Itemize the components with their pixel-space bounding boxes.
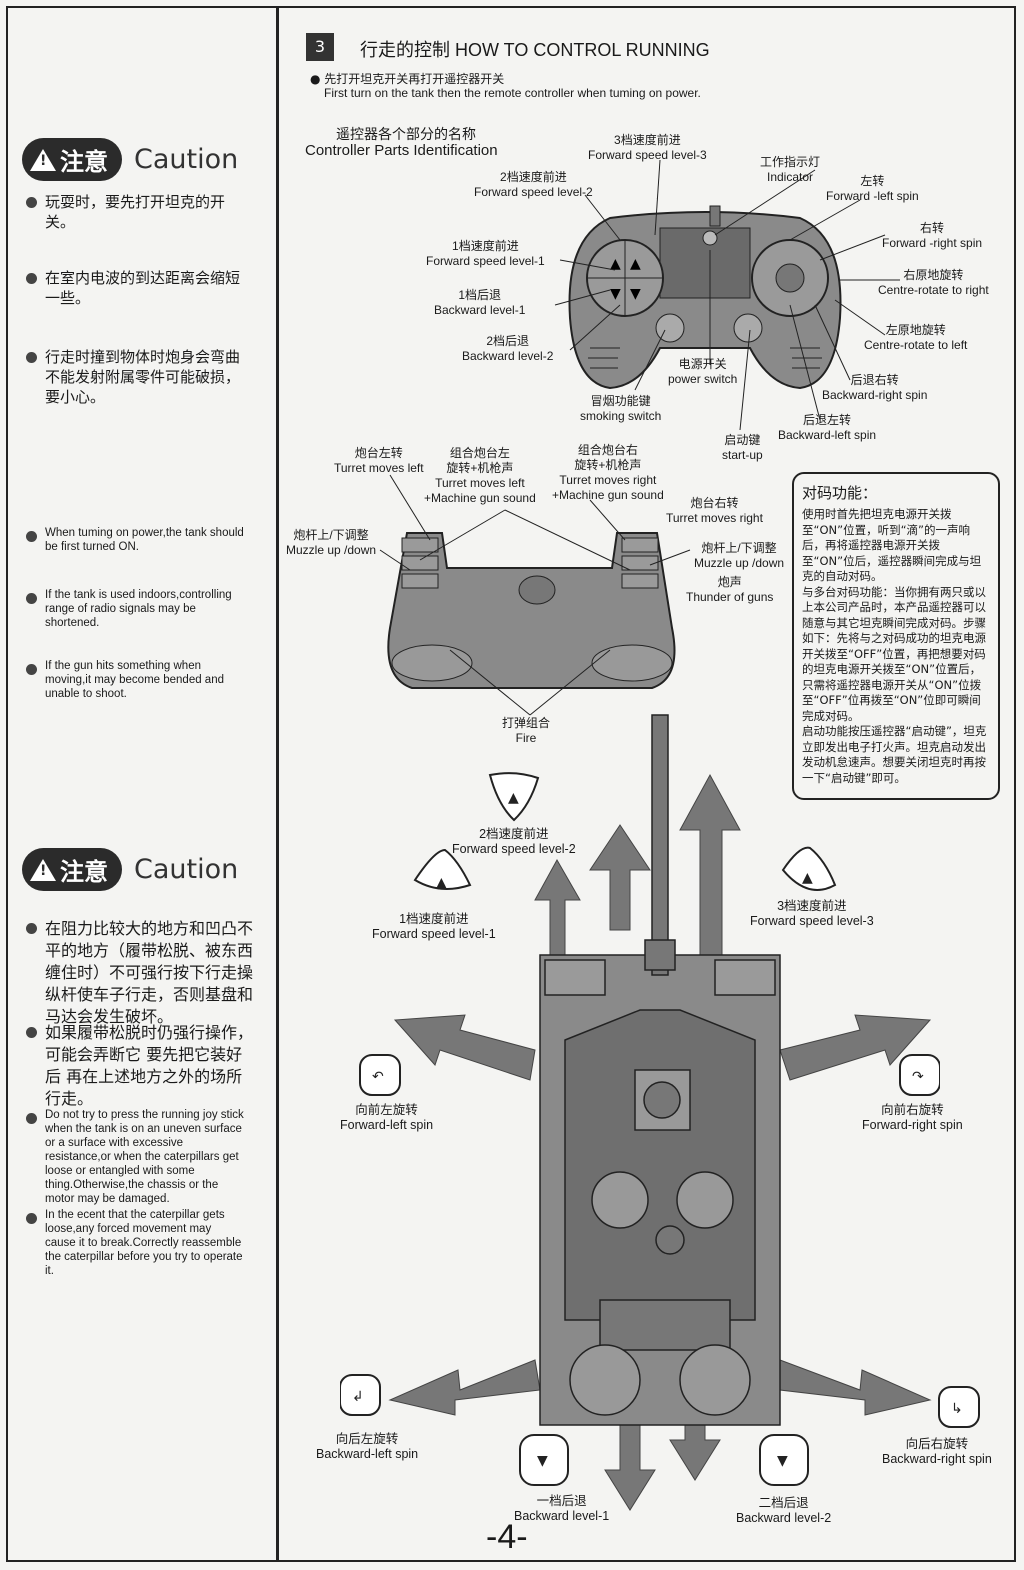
controller-illustration: ▲ ▲ ▼ ▼	[568, 198, 842, 390]
caution-badge: ! 注意	[22, 848, 122, 891]
page-number: -4-	[486, 1518, 528, 1556]
arrow-backward-left	[388, 1359, 541, 1416]
backward-level2-icon	[759, 1434, 809, 1486]
arrow-forward-3	[679, 773, 741, 981]
caution-item: 行走时撞到物体时炮身会弯曲不能发射附属零件可能破损，要小心。	[26, 347, 246, 407]
caution-header-1: ! 注意 Caution	[22, 138, 238, 181]
warning-icon: !	[30, 148, 56, 171]
tank-illustration	[539, 714, 781, 1426]
forward-right-spin-icon	[899, 1054, 940, 1096]
svg-text:▼: ▼	[610, 286, 621, 302]
arrow-forward-left	[393, 1014, 536, 1081]
caution-item: 如果履带松脱时仍强行操作，可能会弄断它 要先把它装好后 再在上述地方之外的场所行…	[26, 1022, 258, 1110]
svg-text:▲: ▲	[436, 875, 447, 891]
svg-text:↷: ↷	[912, 1069, 924, 1085]
backward-level1-icon	[519, 1434, 569, 1486]
caution-label: Caution	[134, 854, 239, 885]
warning-icon: !	[30, 858, 56, 881]
controller-top-illustration	[387, 532, 676, 689]
backward-left-spin-icon	[340, 1374, 381, 1416]
caution-item-en: When tuming on power,the tank should be …	[26, 526, 246, 554]
controller-heading: 遥控器各个部分的名称	[336, 127, 476, 143]
forward-level2-icon	[488, 772, 540, 822]
tank-movement-diagram: ▲ ▲ ▲ ↶ ↷ ↲ ▼ ▼	[340, 714, 940, 1511]
svg-text:▲: ▲	[508, 790, 519, 806]
svg-text:▲: ▲	[802, 870, 813, 886]
caution-item: 在室内电波的到达距离会缩短一些。	[26, 268, 246, 308]
caution-item: 在阻力比较大的地方和凹凸不平的地方（履带松脱、被东西缠住时）不可强行按下行走操纵…	[26, 918, 258, 1028]
power-note: ● 先打开坦克开关再打开遥控器开关	[310, 72, 505, 86]
forward-left-spin-icon	[359, 1054, 401, 1096]
svg-text:▲: ▲	[610, 256, 621, 272]
caution-header-2: ! 注意 Caution	[22, 848, 238, 891]
forward-level1-icon	[413, 848, 472, 890]
power-note-en: First turn on the tank then the remote c…	[324, 86, 701, 100]
svg-text:↲: ↲	[352, 1389, 364, 1405]
top-leader-lines	[379, 474, 691, 716]
caution-item: 玩耍时，要先打开坦克的开关。	[26, 192, 236, 232]
section-title: 行走的控制 HOW TO CONTROL RUNNING	[360, 40, 710, 60]
caution-item-en: If the gun hits something when moving,it…	[26, 659, 236, 701]
section-number: 3	[306, 33, 334, 61]
arrow-backward-right	[779, 1359, 932, 1416]
caution-item-en: In the ecent that the caterpillar gets l…	[26, 1208, 244, 1278]
caution-badge: ! 注意	[22, 138, 122, 181]
svg-text:▲: ▲	[630, 256, 641, 272]
svg-text:▼: ▼	[537, 1453, 548, 1469]
arrow-forward-2	[589, 824, 651, 931]
caution-item-en: Do not try to press the running joy stic…	[26, 1108, 244, 1206]
forward-level3-icon	[781, 846, 837, 891]
caution-label: Caution	[134, 144, 239, 175]
svg-text:↶: ↶	[372, 1069, 384, 1085]
controller-heading-en: Controller Parts Identification	[305, 142, 498, 159]
arrow-forward-right	[779, 1014, 932, 1081]
pairing-info-box: 对码功能： 使用时首先把坦克电源开关拨至“ON”位置，听到“滴”的一声响后，再将…	[792, 472, 1000, 800]
svg-text:▼: ▼	[630, 286, 641, 302]
column-divider	[276, 6, 279, 1562]
page-frame	[6, 6, 1016, 1562]
caution-item-en: If the tank is used indoors,controlling …	[26, 588, 248, 630]
backward-right-spin-icon: ↳	[938, 1386, 980, 1428]
svg-text:↳: ↳	[951, 1401, 963, 1417]
svg-text:▼: ▼	[777, 1453, 788, 1469]
leader-lines	[554, 159, 900, 431]
